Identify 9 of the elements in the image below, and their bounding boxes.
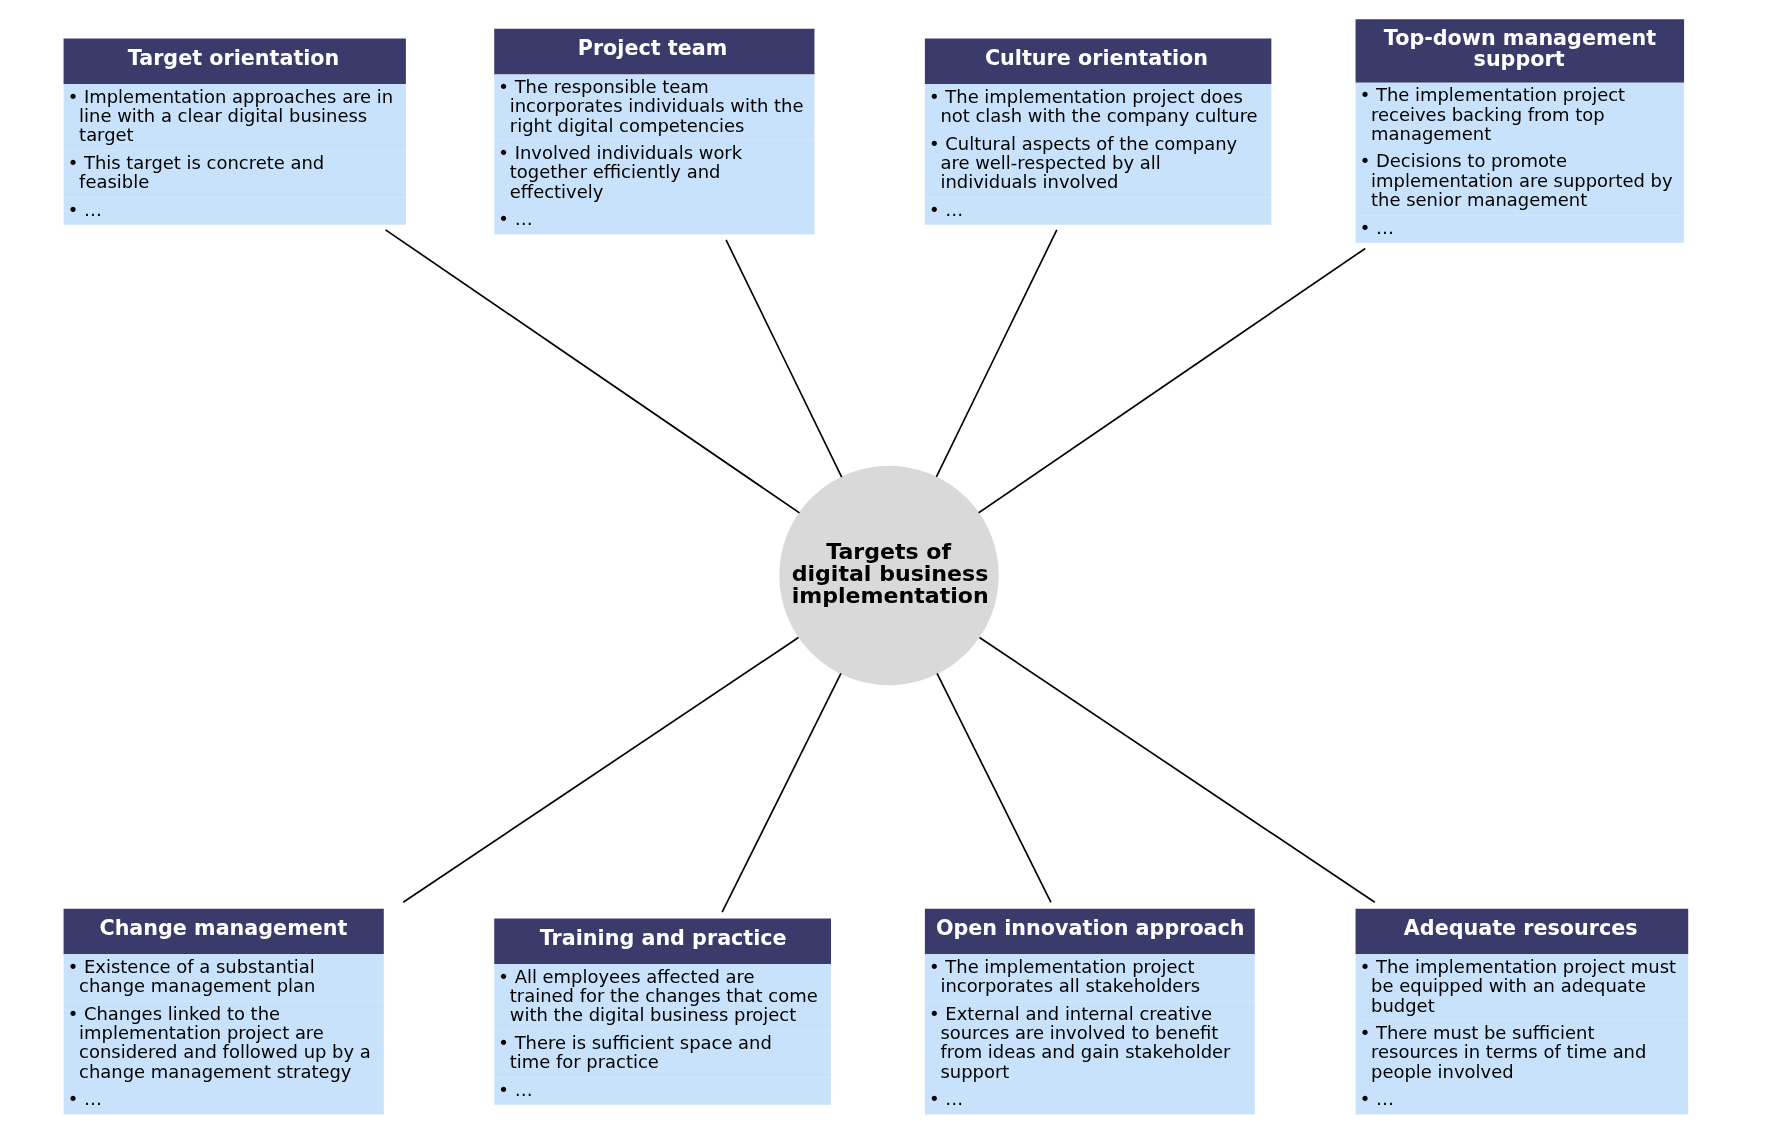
connector [935, 229, 1058, 478]
connector [977, 247, 1366, 514]
connector [978, 636, 1376, 904]
node-circle: Targets of digital business implementation [778, 465, 999, 686]
connector [935, 672, 1052, 904]
connector [720, 672, 842, 914]
connector [384, 229, 800, 514]
connector [724, 239, 843, 478]
connector [401, 636, 799, 904]
